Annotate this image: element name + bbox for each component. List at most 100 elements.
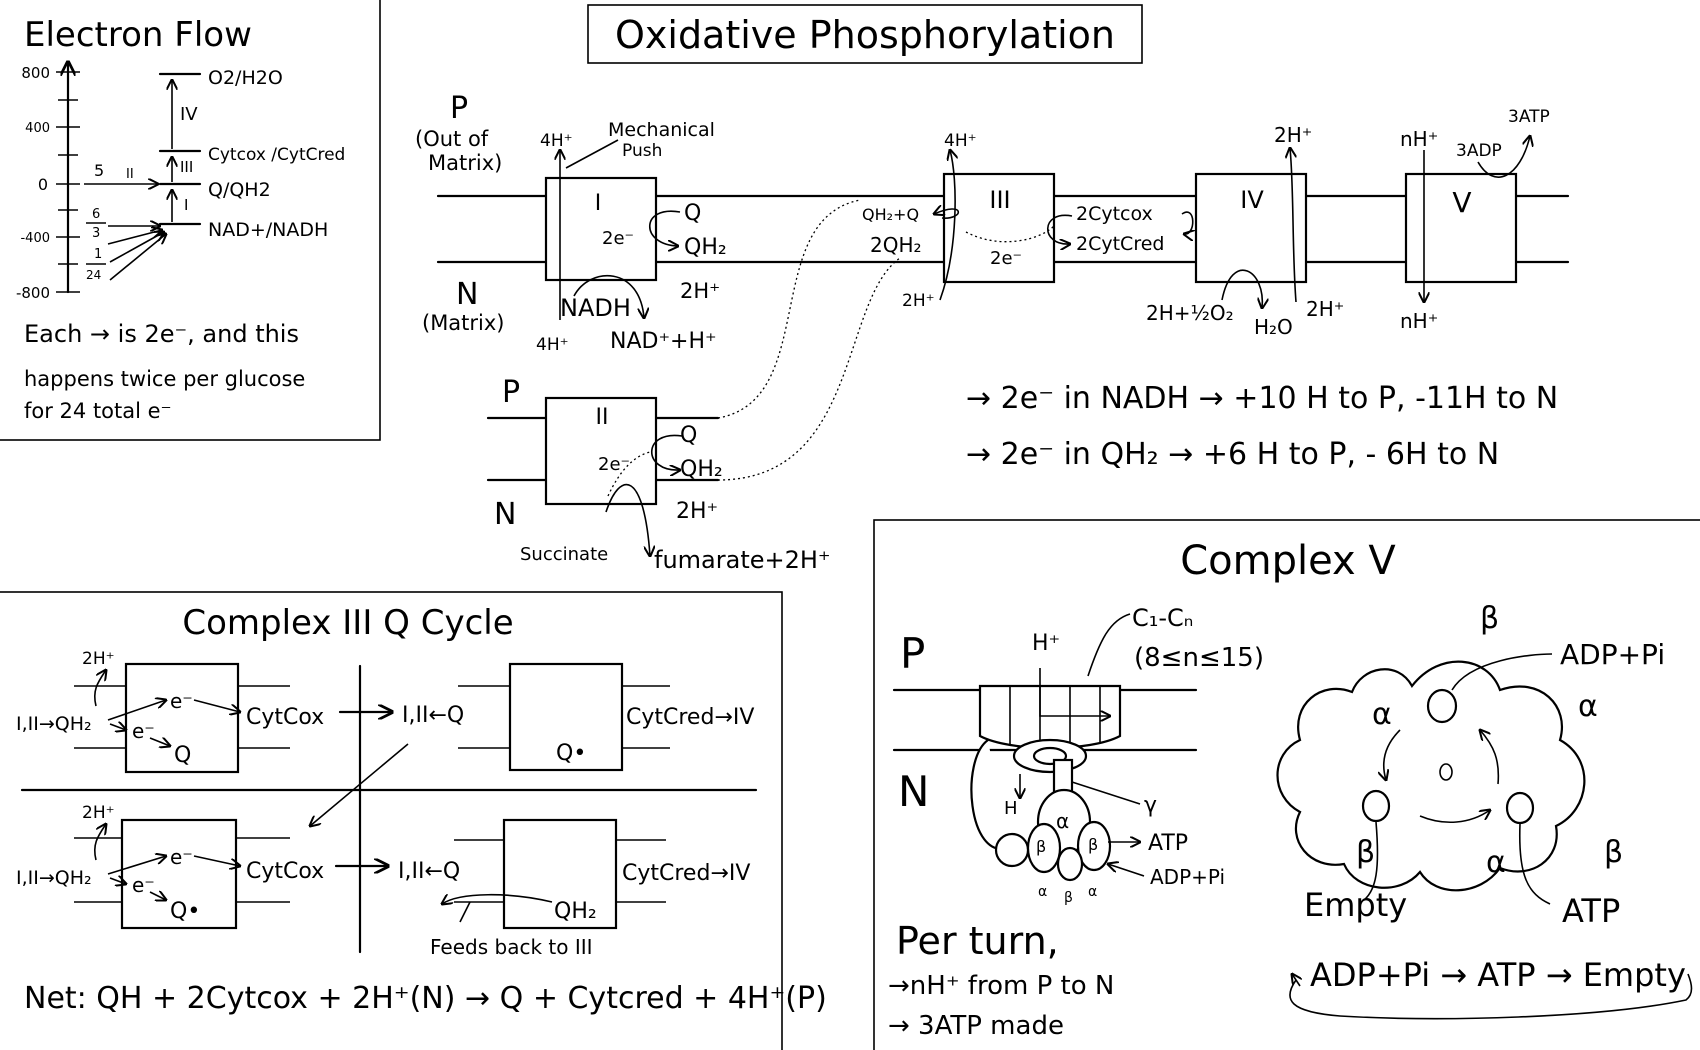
cv-gamma-pointer <box>1071 781 1141 805</box>
electron-flow-panel: Electron Flow 800 400 0 -400 -800 O2/H2O… <box>0 0 381 441</box>
complex-i-label: I <box>595 191 602 216</box>
complex-ii-qh2: QH₂ <box>680 457 723 482</box>
cv-cycle: ADP+Pi → ATP → Empty <box>1310 956 1686 994</box>
cv-n-label: N <box>898 767 929 816</box>
cv-rotor-outline <box>1276 660 1586 892</box>
cv-beta-left: β <box>1036 837 1046 856</box>
complex-v-nh-out: nH⁺ <box>1400 127 1438 151</box>
cv-adp: ADP+Pi <box>1150 865 1225 889</box>
qcycle-tl-out: CytCox <box>246 705 324 730</box>
complex-iii: III 4H⁺ 2H⁺ QH₂+Q 2QH₂ 2e⁻ 2Cytcox 2CytC… <box>862 131 1164 311</box>
side-p-label: P <box>450 91 468 126</box>
cv-site-left <box>1361 789 1391 823</box>
couple-o2: O2/H2O <box>208 67 283 89</box>
side-n-note: (Matrix) <box>422 311 505 335</box>
cv-h: H <box>1004 798 1018 819</box>
side-p-note-2: Matrix) <box>428 151 502 175</box>
side-n-label: N <box>456 277 478 312</box>
cv-head-alpha-label: α <box>1056 809 1069 833</box>
cv-rotor-alpha-right: α <box>1578 689 1598 724</box>
complex-iv-water: H₂O <box>1254 315 1293 339</box>
cv-proton-path <box>1039 668 1110 716</box>
qcycle-br-box <box>502 818 618 930</box>
cv-rotor-alpha-bottom: α <box>1486 845 1506 880</box>
cv-rotor-beta-right: β <box>1604 835 1623 870</box>
title-frame <box>587 4 1143 64</box>
cv-per-turn-2: → 3ATP made <box>888 1011 1064 1041</box>
complex-ii-q-loop <box>651 434 683 470</box>
qcycle-tl-in: I,II→QH₂ <box>16 713 92 735</box>
complex-ii-succinate-arrow <box>605 483 650 556</box>
complex-i-nadh: NADH <box>560 294 631 322</box>
complex-iii-box <box>942 172 1056 284</box>
cv-ring-label-1: C₁-Cₙ <box>1132 604 1193 632</box>
note-line-3: for 24 total e⁻ <box>24 399 172 423</box>
cv-cycle-loop <box>1289 973 1693 1020</box>
cv-atp: ATP <box>1148 831 1188 856</box>
tick-label-800: 800 <box>21 64 50 82</box>
complex-iv-label: IV <box>1240 186 1264 214</box>
cv-ring-label-2: (8≤n≤15) <box>1134 643 1264 673</box>
cv-rotor-alpha-left: α <box>1372 697 1392 732</box>
complex-iii-proton-arrow <box>939 150 955 301</box>
complex-i-2h: 2H⁺ <box>680 279 720 303</box>
qcycle-frame <box>0 591 783 1050</box>
page-title: Oxidative Phosphorylation <box>615 13 1115 57</box>
complex-v-atp: 3ATP <box>1508 107 1550 127</box>
complex-ii-2h: 2H⁺ <box>676 499 718 524</box>
cv-alpha-small-1: α <box>1038 884 1047 900</box>
qcycle-tr-radical: Q• <box>556 741 586 766</box>
tick-label-400: 400 <box>25 121 50 136</box>
couple-nad: NAD+/NADH <box>208 219 328 241</box>
cv-per-turn-1: →nH⁺ from P to N <box>888 971 1114 1001</box>
qcycle-bl-box <box>120 818 238 930</box>
complex-label-i: I <box>184 196 188 214</box>
couple-q: Q/QH2 <box>208 179 271 201</box>
complex-i-nad: NAD⁺+H⁺ <box>610 329 717 354</box>
q-path-ii-to-iii <box>717 199 861 419</box>
qcycle-next-arrow <box>310 743 409 826</box>
cv-rotor-empty-site: Empty <box>1304 886 1407 924</box>
qcycle-bl-q: Q• <box>170 899 200 924</box>
count-24: 24 <box>86 268 101 282</box>
cv-per-turn: Per turn, <box>896 919 1059 963</box>
count-6: 6 <box>92 207 100 222</box>
qcycle-br-in: I,II←Q <box>398 859 460 884</box>
qh2-path-ii-to-iii <box>717 257 901 481</box>
cv-stator-foot <box>994 832 1030 868</box>
qcycle-tl-box <box>124 662 240 774</box>
complex-i-box <box>544 176 658 282</box>
complex-iv-h-in: 2H⁺ <box>1306 297 1344 321</box>
complex-i-h-out: 4H⁺ <box>540 131 573 151</box>
complex-iii-electron-path <box>965 225 1055 243</box>
tick-label-0: 0 <box>38 175 48 194</box>
tick-label-neg800: -800 <box>16 284 50 302</box>
note-line-2: happens twice per glucose <box>24 367 305 391</box>
couple-cyt: Cytcox /CytCred <box>208 145 345 165</box>
complex-iv-h-out: 2H⁺ <box>1274 123 1312 147</box>
complex-v-frame <box>873 519 1700 1050</box>
complex-ii-fumarate: fumarate+2H⁺ <box>654 546 831 574</box>
cv-beta-right: β <box>1088 835 1098 854</box>
complex-iii-qh2q: QH₂+Q <box>862 205 919 224</box>
cv-stator <box>970 739 1009 851</box>
electron-flow-frame <box>0 0 381 441</box>
complex-iv-box <box>1194 172 1308 284</box>
qcycle-tl-e1: e⁻ <box>170 689 193 713</box>
qcycle-tl-e2: e⁻ <box>132 719 155 743</box>
complex-ii-succinate: Succinate <box>520 544 608 565</box>
qcycle-tl-q: Q <box>174 743 191 768</box>
complex-v-adp: 3ADP <box>1456 141 1502 161</box>
complex-iii-cytcred: 2CytCred <box>1076 233 1164 255</box>
complex-ii: II P N 2e⁻ Q QH₂ 2H⁺ Succinate fumarate+… <box>486 375 831 574</box>
cv-rotor-adp-site: ADP+Pi <box>1560 638 1665 671</box>
qcycle-tr-box <box>508 662 624 772</box>
qcycle-bl-in: I,II→QH₂ <box>16 867 92 889</box>
complex-iii-cytcox: 2Cytcox <box>1076 203 1153 225</box>
complex-label-iii: III <box>180 158 193 176</box>
cv-site-top <box>1426 688 1458 724</box>
complex-ii-electrons: 2e⁻ <box>598 454 630 475</box>
count-1: 1 <box>94 247 102 262</box>
complex-v-label: V <box>1452 186 1471 219</box>
